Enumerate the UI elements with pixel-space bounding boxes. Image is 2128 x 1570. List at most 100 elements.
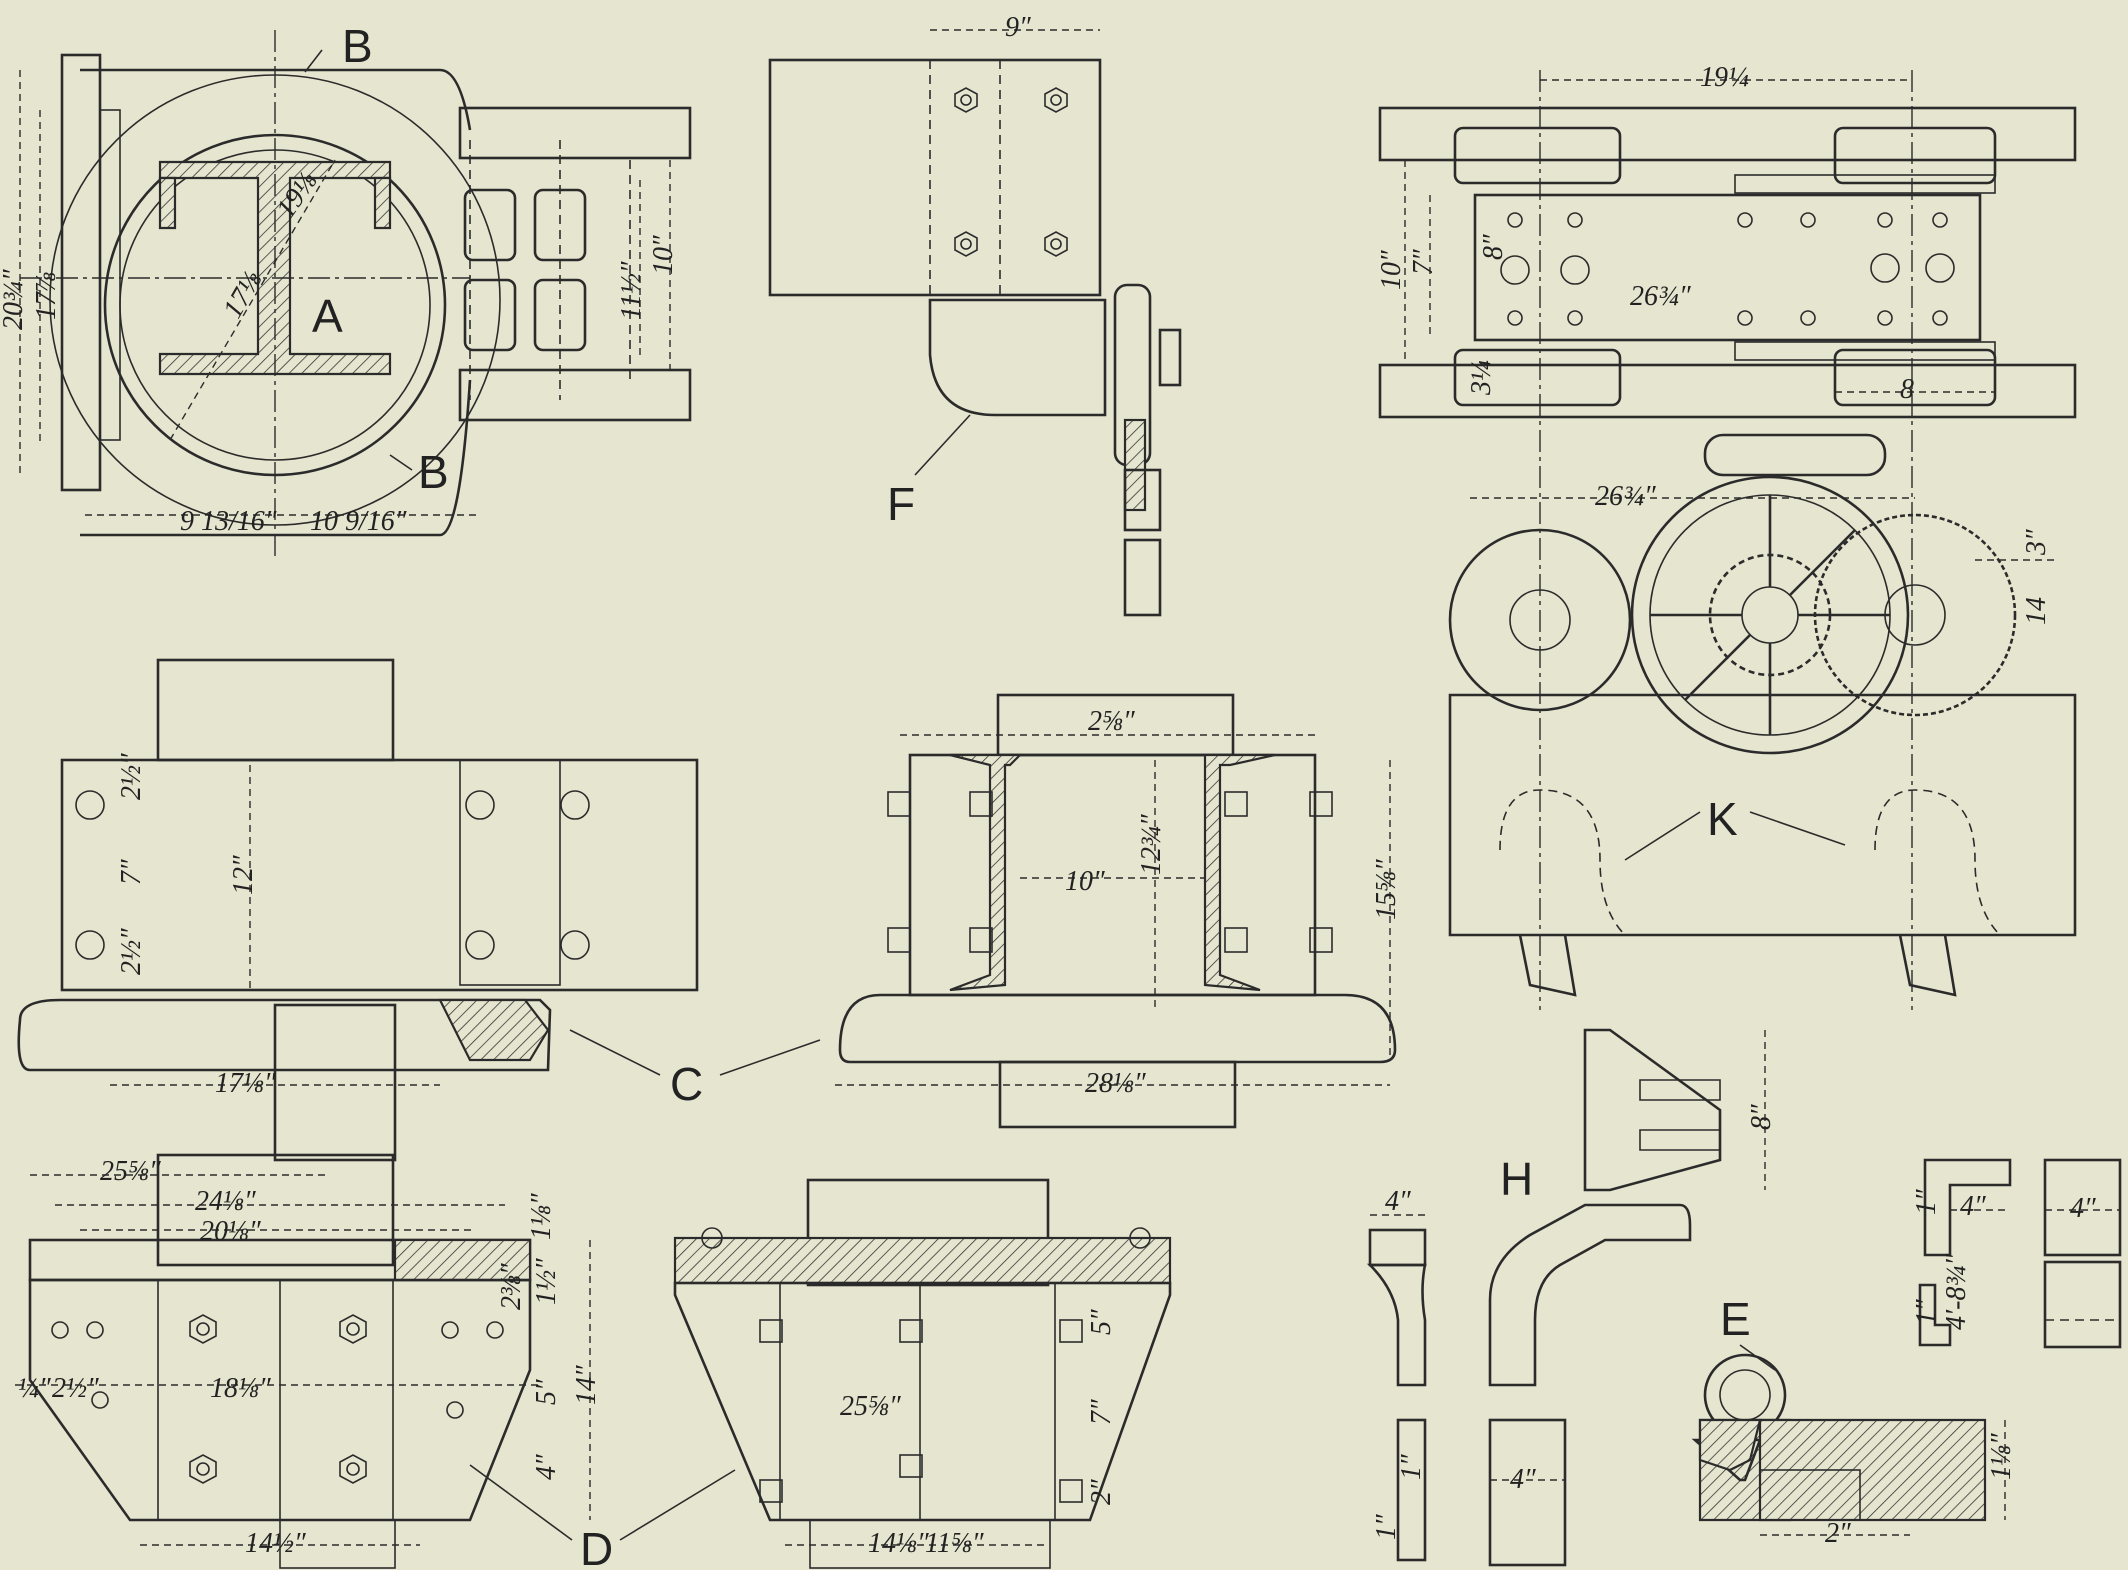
dim-d2-width: 25⅝″	[840, 1391, 901, 1422]
label-d: D	[580, 1523, 613, 1570]
detail-h: 8″ H 4″ 1″ 1″ 4″	[1366, 1028, 1777, 1567]
elev-foot-right	[1898, 934, 1957, 997]
carriage-rail-bottom	[1378, 363, 2077, 419]
dim-front-overall: 15⅝″	[1371, 859, 1402, 920]
trolley-rail-top	[458, 106, 692, 160]
carriage-wheel-lower-right	[1833, 348, 1997, 407]
dim-d-height: 14″	[571, 1365, 602, 1405]
crosshead-post-lower	[279, 1519, 396, 1569]
dim-d-overall: 25⅝″	[100, 1156, 161, 1187]
dim-r-one-b: 1″	[1911, 1299, 1942, 1325]
crosshead2-post	[806, 1178, 1050, 1287]
dim-d-right-c: 1½″	[531, 1258, 562, 1305]
dim-h-bar: 4″	[1385, 1186, 1411, 1217]
h-lower-plate	[1488, 1418, 1567, 1567]
trolley-bearing-blocks	[463, 140, 631, 400]
dim-hanger-top-width: 9″	[1005, 12, 1031, 43]
angle-lower	[1918, 1283, 1952, 1347]
hanger-bolts	[954, 87, 1068, 257]
plate-lower	[2043, 1260, 2122, 1349]
h-slot	[1639, 1079, 1721, 1151]
label-e: E	[1720, 1293, 1751, 1345]
crosshead2-bolts	[759, 1319, 1083, 1503]
trolley-end-plate	[60, 53, 102, 492]
crosshead2-rivet-left	[701, 1227, 723, 1249]
label-a: A	[312, 290, 343, 342]
dim-front-height: 12¾″	[1136, 814, 1167, 875]
label-b-bottom: B	[418, 446, 449, 498]
dim-d-left: 2½″	[52, 1373, 99, 1404]
dim-d-five: 5″	[531, 1379, 562, 1405]
label-k: K	[1707, 793, 1738, 845]
crosshead2-body	[673, 1281, 1172, 1522]
hanger-pulley-shaft	[1158, 328, 1182, 387]
trolley-rail-bottom	[458, 368, 692, 422]
dim-carriage-span: 19¼	[1700, 62, 1749, 93]
trolley-channel-right	[373, 176, 392, 230]
elev-pinion	[1708, 553, 1832, 677]
side-elevation-view: 12″ 2½″ 7″ 2½″ 17⅛″ C	[17, 658, 821, 1162]
dim-d-right-a: 1⅛″	[526, 1193, 557, 1240]
dim-d-small: ¼″	[18, 1373, 51, 1404]
dim-front-width: 2⅝″	[1088, 706, 1135, 737]
dim-trolley-height: 20¾″	[0, 269, 29, 330]
dim-carriage-bolt: 8″	[1478, 234, 1509, 260]
side-shoe	[17, 998, 552, 1072]
hanger-view: 9″ F	[768, 12, 1182, 617]
dim-d2-bot-a: 14⅛″	[868, 1528, 929, 1559]
dim-side-top: 2½″	[116, 753, 147, 800]
crosshead-bolts	[51, 1314, 504, 1484]
elev-hook-left	[1499, 789, 1626, 936]
side-beam	[60, 758, 699, 992]
e-rail	[1698, 1418, 1762, 1472]
carriage-gear-top	[1734, 174, 1996, 194]
dim-carriage-length: 26¾″	[1630, 281, 1691, 312]
front-elevation-view: 2⅝″ 10″ 12¾″ 15⅝″ 28⅛″	[835, 693, 1402, 1129]
crosshead-top-section	[393, 1238, 532, 1282]
crosshead-right-view: 25⅝″ 5″ 7″ 2″ 14⅛″ 11⅝″	[673, 1178, 1172, 1569]
side-splice	[459, 759, 561, 986]
dim-e-height: 1⅛″	[1986, 1433, 2017, 1480]
side-post-lower	[273, 1003, 397, 1162]
dim-side-bot: 2½″	[116, 928, 147, 975]
dim-front-base: 28⅛″	[1085, 1068, 1146, 1099]
side-post	[156, 658, 395, 762]
crosshead-body	[28, 1278, 532, 1522]
trolley-frame	[80, 68, 472, 537]
dim-d2-five: 5″	[1086, 1309, 1117, 1335]
crosshead2-web	[779, 1282, 1056, 1521]
label-h: H	[1500, 1153, 1533, 1205]
dim-r-height: 4′-8¾″	[1941, 1254, 1972, 1330]
elev-gear-right	[1813, 513, 2017, 717]
h-hook	[1488, 1203, 1692, 1387]
dim-trolley-depth: 10″	[648, 235, 679, 275]
crosshead2-rivet-right	[1129, 1227, 1151, 1249]
hanger-beam	[768, 58, 1102, 297]
dim-elev-length: 26¾″	[1595, 481, 1656, 512]
carriage-plan-view: 19¼ 10″ 7″ 8″ 26¾″ 3¼ 8	[1376, 62, 2077, 1010]
dim-d-upper: 24⅛″	[195, 1186, 256, 1217]
dim-r-one: 1″	[1911, 1189, 1942, 1215]
dim-r-four-b: 4″	[2070, 1193, 2096, 1224]
dim-d-mid: 18⅛″	[210, 1373, 271, 1404]
h-block	[1583, 1028, 1722, 1192]
dim-elev-gear-a: 3″	[2021, 529, 2052, 556]
hanger-rod-top	[1123, 468, 1162, 532]
carriage-bolts	[1500, 212, 1955, 326]
dim-d2-two: 2″	[1086, 1479, 1117, 1505]
hanger-rod-bottom	[1123, 538, 1162, 617]
detail-e: 1⅛″ 2″ E	[1691, 1293, 2017, 1549]
trolley-plan-view: 20¾″ 17⅞ 11½″ 10″ 19⅛ 17⅛ 9 13/16″ 10 9/…	[0, 20, 692, 560]
h-bar-top	[1368, 1228, 1427, 1267]
front-post-lower	[998, 1060, 1237, 1129]
carriage-wheel-lower-left	[1453, 348, 1622, 407]
crosshead2-top-plate	[673, 1236, 1172, 1285]
carriage-rail-top	[1378, 106, 2077, 162]
dim-carriage-gear: 8	[1900, 374, 1914, 405]
dim-side-shoe: 17⅛″	[215, 1068, 276, 1099]
elev-wheel-left	[1448, 528, 1632, 712]
plate-upper	[2043, 1158, 2122, 1257]
dim-side-height: 12″	[228, 855, 259, 895]
elev-side-beam	[1448, 693, 2077, 937]
